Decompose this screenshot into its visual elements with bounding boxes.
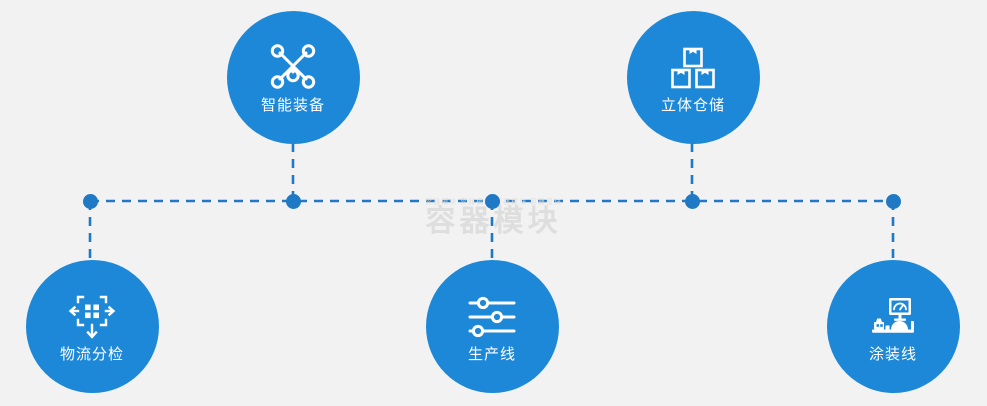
node-production-line[interactable]: 生产线	[425, 259, 559, 393]
junction-painting-line[interactable]	[885, 193, 901, 209]
junction-smart-equipment[interactable]	[285, 193, 301, 209]
junction-production-line[interactable]	[484, 193, 500, 209]
junction-logistics[interactable]	[82, 193, 98, 209]
sliders-icon	[468, 296, 516, 337]
node-label-smart-equipment: 智能装备	[260, 96, 325, 114]
package-sorting-icon	[68, 295, 116, 339]
network-nodes-icon	[270, 43, 316, 89]
node-smart-equipment[interactable]: 智能装备	[226, 10, 360, 144]
node-stereoscopic-warehouse[interactable]: 立体仓储	[626, 10, 760, 144]
node-label-painting-line: 涂装线	[868, 345, 917, 363]
node-label-logistics-sorting: 物流分检	[59, 345, 124, 363]
stacked-boxes-icon	[671, 47, 715, 88]
node-logistics-sorting[interactable]: 物流分检	[25, 259, 159, 393]
node-label-stereoscopic-warehouse: 立体仓储	[660, 96, 725, 114]
node-label-production-line: 生产线	[467, 345, 516, 363]
node-painting-line[interactable]: 涂装线	[826, 259, 960, 393]
factory-monitor-icon	[872, 297, 914, 333]
junction-warehouse[interactable]	[684, 193, 700, 209]
